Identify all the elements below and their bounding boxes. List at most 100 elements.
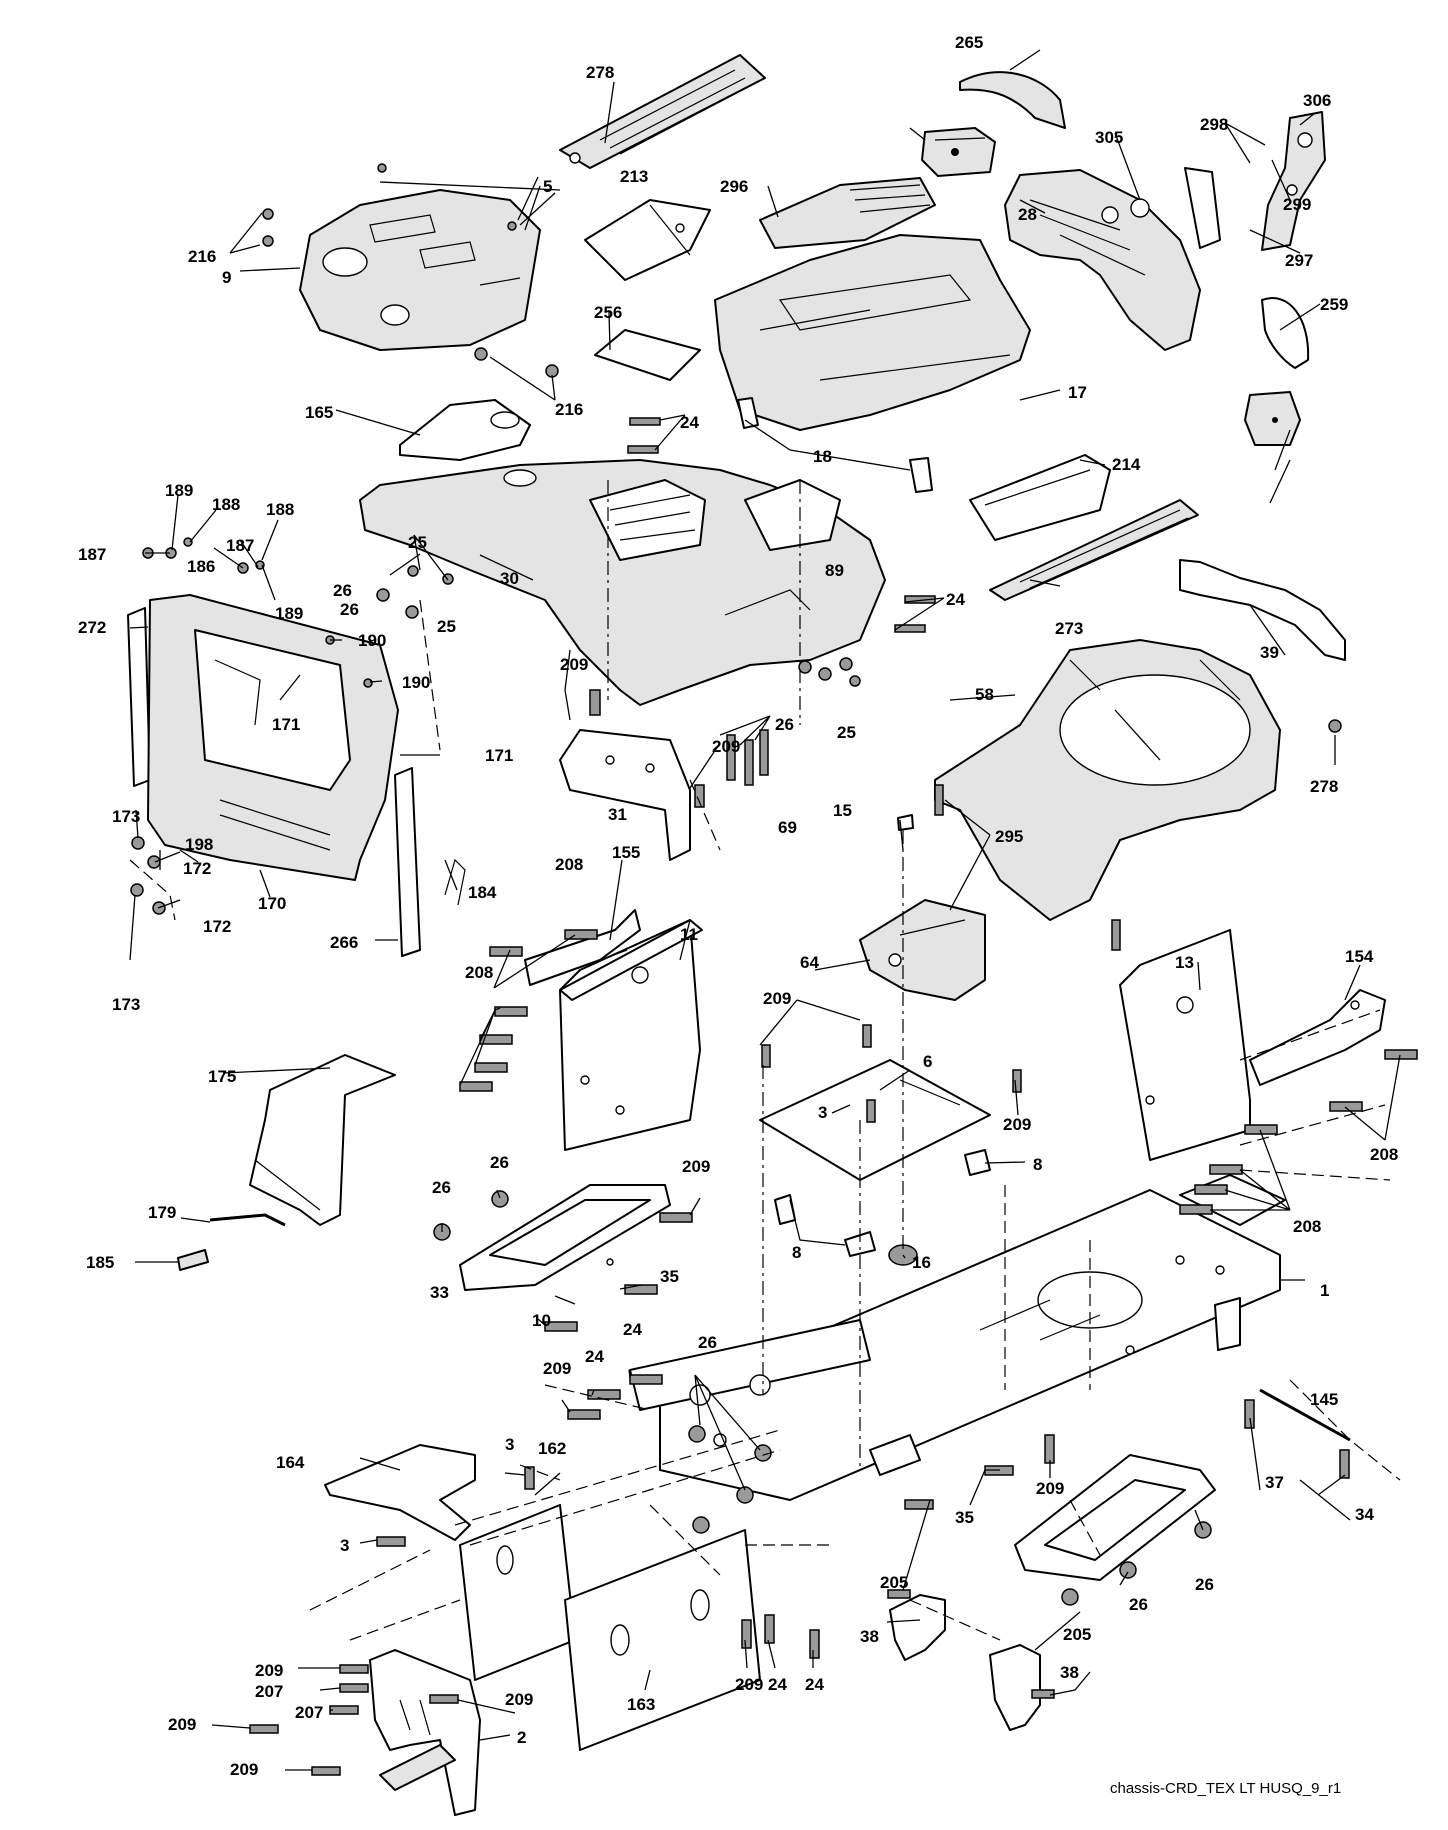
- callout-33: 33: [430, 1283, 449, 1302]
- leader-lines: [129, 49, 1401, 1771]
- part-162-plate: [459, 1504, 576, 1681]
- callout-18: 18: [813, 447, 832, 466]
- part-28-side-cover: [1004, 169, 1201, 351]
- part-259-cover: [959, 71, 1066, 129]
- callout-208: 208: [555, 855, 583, 874]
- fasteners: [130, 163, 1418, 1776]
- callout-11: 11: [680, 925, 698, 944]
- callout-295: 296: [720, 177, 748, 196]
- callout-163: 163: [627, 1695, 655, 1714]
- callout-209: 209: [255, 1661, 283, 1680]
- callout-187: 187: [78, 545, 106, 564]
- callout-26: 26: [490, 1153, 509, 1172]
- callout-31: 31: [608, 805, 627, 824]
- callout-172: 172: [183, 859, 211, 878]
- callout-164: 164: [276, 1453, 305, 1472]
- callout-1: 1: [1320, 1281, 1329, 1300]
- part-31-bracket: [559, 729, 691, 861]
- callout-25: 25: [437, 617, 456, 636]
- callout-38: 38: [860, 1627, 879, 1646]
- callout-26: 26: [1129, 1595, 1148, 1614]
- part-165-panel: [399, 399, 531, 461]
- callout-214: 214: [1112, 455, 1141, 474]
- part-9-dash-panel: [299, 189, 541, 351]
- callout-25: 25: [408, 533, 427, 552]
- callout-3: 3: [340, 1536, 349, 1555]
- part-185-pedal: [177, 1249, 209, 1271]
- callout-58: 58: [975, 685, 994, 704]
- callout-179: 179: [148, 1203, 176, 1222]
- callout-190: 190: [402, 673, 430, 692]
- callout-209: 209: [505, 1690, 533, 1709]
- callout-213: 213: [620, 167, 648, 186]
- callout-186: 186: [187, 557, 215, 576]
- callout-208: 208: [465, 963, 493, 982]
- callout-216: 216: [188, 247, 216, 266]
- part-145-rod: [1259, 1388, 1351, 1442]
- callout-24: 24: [805, 1675, 824, 1694]
- part-164-bracket: [324, 1444, 476, 1541]
- callout-3: 3: [818, 1103, 827, 1122]
- callout-28: 28: [1018, 205, 1037, 224]
- part-1-main-frame: [659, 1174, 1286, 1501]
- callout-189: 189: [165, 481, 193, 500]
- callout-3: 3: [505, 1435, 514, 1454]
- callout-24: 24: [680, 413, 699, 432]
- part-39-bracket: [1179, 559, 1346, 661]
- callout-26: 26: [775, 715, 794, 734]
- callout-64: 64: [800, 953, 819, 972]
- callout-209: 209: [543, 1359, 571, 1378]
- callout-26: 26: [432, 1178, 451, 1197]
- callout-6: 6: [923, 1052, 932, 1071]
- callout-8: 8: [792, 1243, 801, 1262]
- part-155-bracket: [524, 909, 641, 986]
- callout-205: 205: [1063, 1625, 1091, 1644]
- callout-34: 34: [1355, 1505, 1374, 1524]
- callout-10: 10: [532, 1311, 551, 1330]
- callout-298: 305: [1095, 128, 1123, 147]
- callout-198: 198: [185, 835, 213, 854]
- callout-297: 298: [1200, 115, 1228, 134]
- callout-209: 209: [1003, 1115, 1031, 1134]
- part-266-rail: [127, 607, 151, 787]
- callout-24: 24: [585, 1347, 604, 1366]
- callout-171: 171: [485, 746, 513, 765]
- callout-208: 208: [1293, 1217, 1321, 1236]
- callout-26: 26: [340, 600, 359, 619]
- callout-266: 272: [78, 618, 106, 637]
- part-154-bracket: [1249, 989, 1386, 1086]
- part-305-block: [921, 127, 996, 177]
- callouts: 278 265 306 298 299 305 297 28 259 213 2…: [78, 33, 1398, 1779]
- part-184-clip: [444, 858, 466, 906]
- part-256-cover: [594, 329, 701, 381]
- callout-69: 69: [778, 818, 797, 837]
- part-11-mount-plate: [559, 919, 703, 1151]
- diagram-caption: chassis-CRD_TEX LT HUSQ_9_r1: [1110, 1780, 1341, 1797]
- part-298-ring: [1130, 198, 1150, 218]
- callout-259: 265: [955, 33, 983, 52]
- callout-25: 25: [837, 723, 856, 742]
- callout-8: 8: [1033, 1155, 1042, 1174]
- part-272-grille-strip: [989, 499, 1199, 601]
- callout-162: 162: [538, 1439, 566, 1458]
- callout-209: 209: [712, 737, 740, 756]
- part-175-cover: [249, 1054, 396, 1226]
- callout-205: 205: [880, 1573, 908, 1592]
- callout-188: 188: [266, 500, 294, 519]
- part-163-plate: [564, 1529, 761, 1751]
- callout-216: 216: [555, 400, 583, 419]
- part-295-insert: [759, 177, 936, 249]
- callout-173: 173: [112, 807, 140, 826]
- callout-172: 172: [203, 917, 231, 936]
- part-299-296-bracket: [1184, 111, 1326, 251]
- callout-17: 17: [1068, 383, 1087, 402]
- callout-187: 187: [226, 536, 254, 555]
- callout-188: 188: [212, 495, 240, 514]
- callout-39: 39: [1260, 643, 1279, 662]
- callout-16: 16: [912, 1253, 931, 1272]
- part-38-brackets: [889, 1594, 1041, 1731]
- callout-207: 207: [255, 1682, 283, 1701]
- callout-265: 266: [330, 933, 358, 952]
